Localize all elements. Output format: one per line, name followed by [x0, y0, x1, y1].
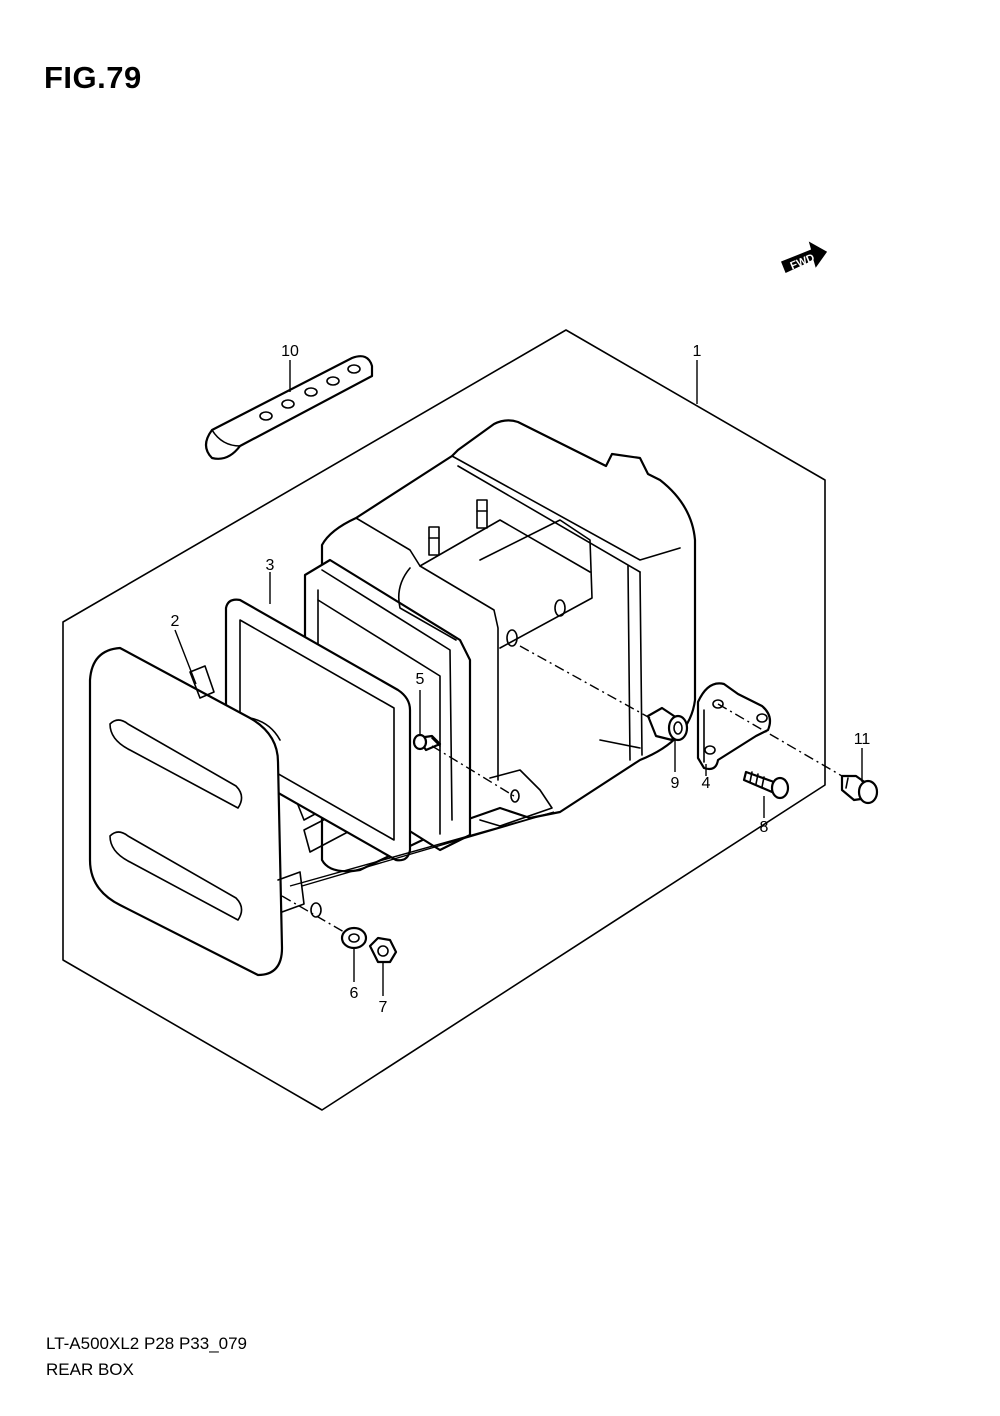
screw-part-5	[412, 733, 442, 752]
lid-box-mounting-line	[289, 811, 555, 887]
model-code: LT-A500XL2 P28 P33_079	[46, 1334, 248, 1353]
fwd-label: FWD	[789, 252, 817, 273]
grommet-part-9	[646, 706, 689, 742]
centerline-bracket	[717, 703, 843, 777]
strap-part-10	[204, 355, 374, 460]
callout-5: 5	[416, 671, 425, 688]
washer-part-6	[340, 926, 368, 950]
callout-7: 7	[379, 999, 388, 1016]
callout-10: 10	[281, 343, 299, 360]
callout-6: 6	[350, 985, 359, 1002]
leader-2	[174, 629, 197, 685]
nut-part-7	[368, 936, 398, 964]
callout-8: 8	[760, 819, 769, 836]
callout-1: 1	[693, 343, 702, 360]
callout-3: 3	[266, 557, 275, 574]
lid-part-2	[88, 646, 322, 977]
callout-4: 4	[702, 775, 711, 792]
assembly-name: REAR BOX	[46, 1360, 134, 1379]
callout-2: 2	[171, 613, 180, 630]
assembly-boundary	[62, 329, 826, 1111]
callout-11: 11	[854, 731, 871, 748]
bolt-part-8	[742, 770, 790, 800]
centerline-washer	[281, 895, 345, 933]
fwd-arrow-icon: FWD	[781, 241, 828, 274]
flange-bolt-part-11	[840, 774, 879, 805]
bracket-plate-part-4	[696, 682, 772, 771]
centerline-screw	[431, 745, 515, 797]
centerline-grommet	[519, 645, 651, 719]
figure-title: FIG.79	[44, 60, 142, 95]
callout-9: 9	[671, 775, 680, 792]
